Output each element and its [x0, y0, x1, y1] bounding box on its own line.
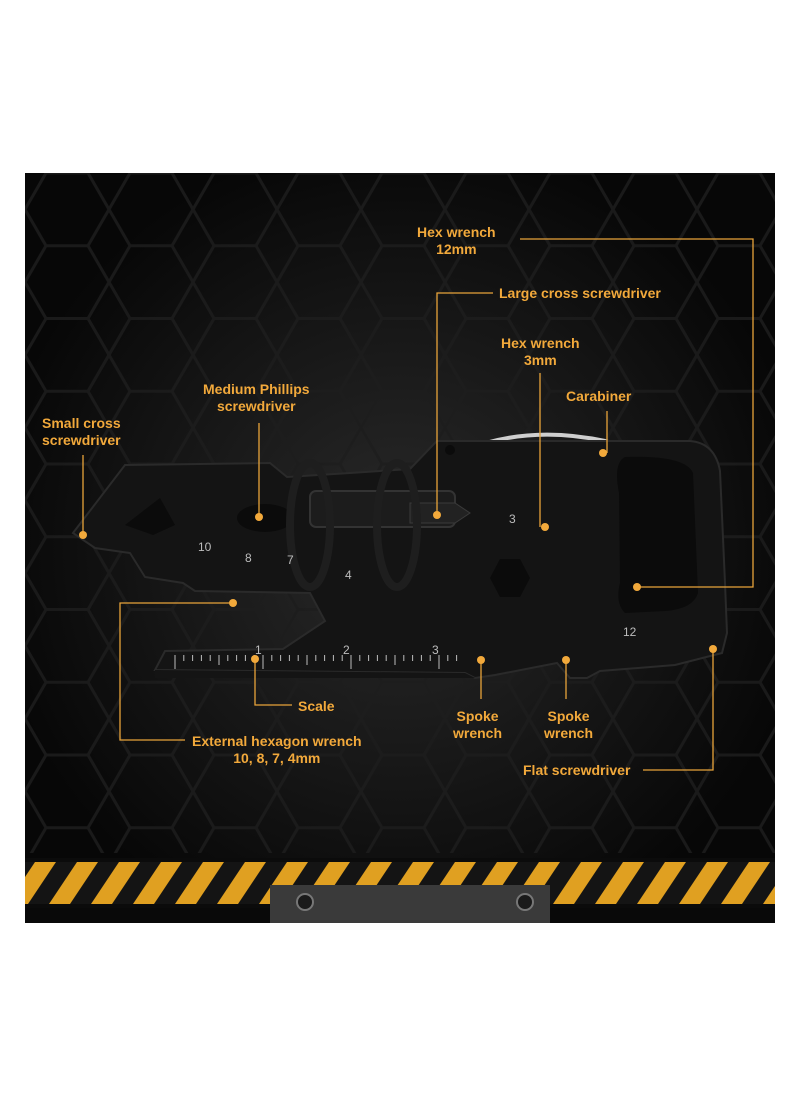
engraving-12: 12: [623, 625, 637, 639]
product-illustration: 10 8 7 4 3 12 1 2 3: [25, 173, 775, 923]
ruler-label-1: 1: [255, 643, 262, 657]
ruler-label-2: 2: [343, 643, 350, 657]
ruler-label-3: 3: [432, 643, 439, 657]
hazard-stripe: [637, 862, 686, 904]
hazard-stripe: [217, 862, 266, 904]
engraving-4: 4: [345, 568, 352, 582]
screw-icon: [296, 893, 314, 911]
hazard-stripe: [91, 862, 140, 904]
hazard-stripe: [763, 886, 775, 904]
engraving-10: 10: [198, 540, 212, 554]
hex-hole: [490, 559, 530, 597]
engraving-7: 7: [287, 553, 294, 567]
hazard-stripe: [679, 862, 728, 904]
hazard-stripe-icon: [25, 858, 775, 923]
hazard-stripe: [25, 862, 56, 904]
multi-tool-icon: [71, 440, 729, 680]
carabiner-opening: [617, 456, 698, 613]
hazard-stripe: [595, 862, 644, 904]
callout-scale: Scale: [298, 698, 335, 714]
key-ring: [286, 459, 334, 591]
ruler-scale: [174, 655, 458, 669]
callout-dots: [79, 449, 717, 664]
engraving-8: 8: [245, 551, 252, 565]
hazard-stripe: [721, 862, 770, 904]
hazard-stripe: [175, 862, 224, 904]
metal-plate: [270, 885, 550, 923]
hazard-stripe: [133, 862, 182, 904]
screw-icon: [516, 893, 534, 911]
engravings: 10 8 7 4 3 12 1 2 3: [198, 512, 637, 657]
hazard-stripe: [49, 862, 98, 904]
hazard-stripe: [553, 862, 602, 904]
callout-large-cross-screwdriver: Large cross screwdriver: [499, 285, 661, 301]
leader-lines: [82, 238, 754, 771]
callout-carabiner: Carabiner: [566, 388, 632, 404]
engraving-3: 3: [509, 512, 516, 526]
callout-flat-screwdriver: Flat screwdriver: [523, 762, 631, 778]
